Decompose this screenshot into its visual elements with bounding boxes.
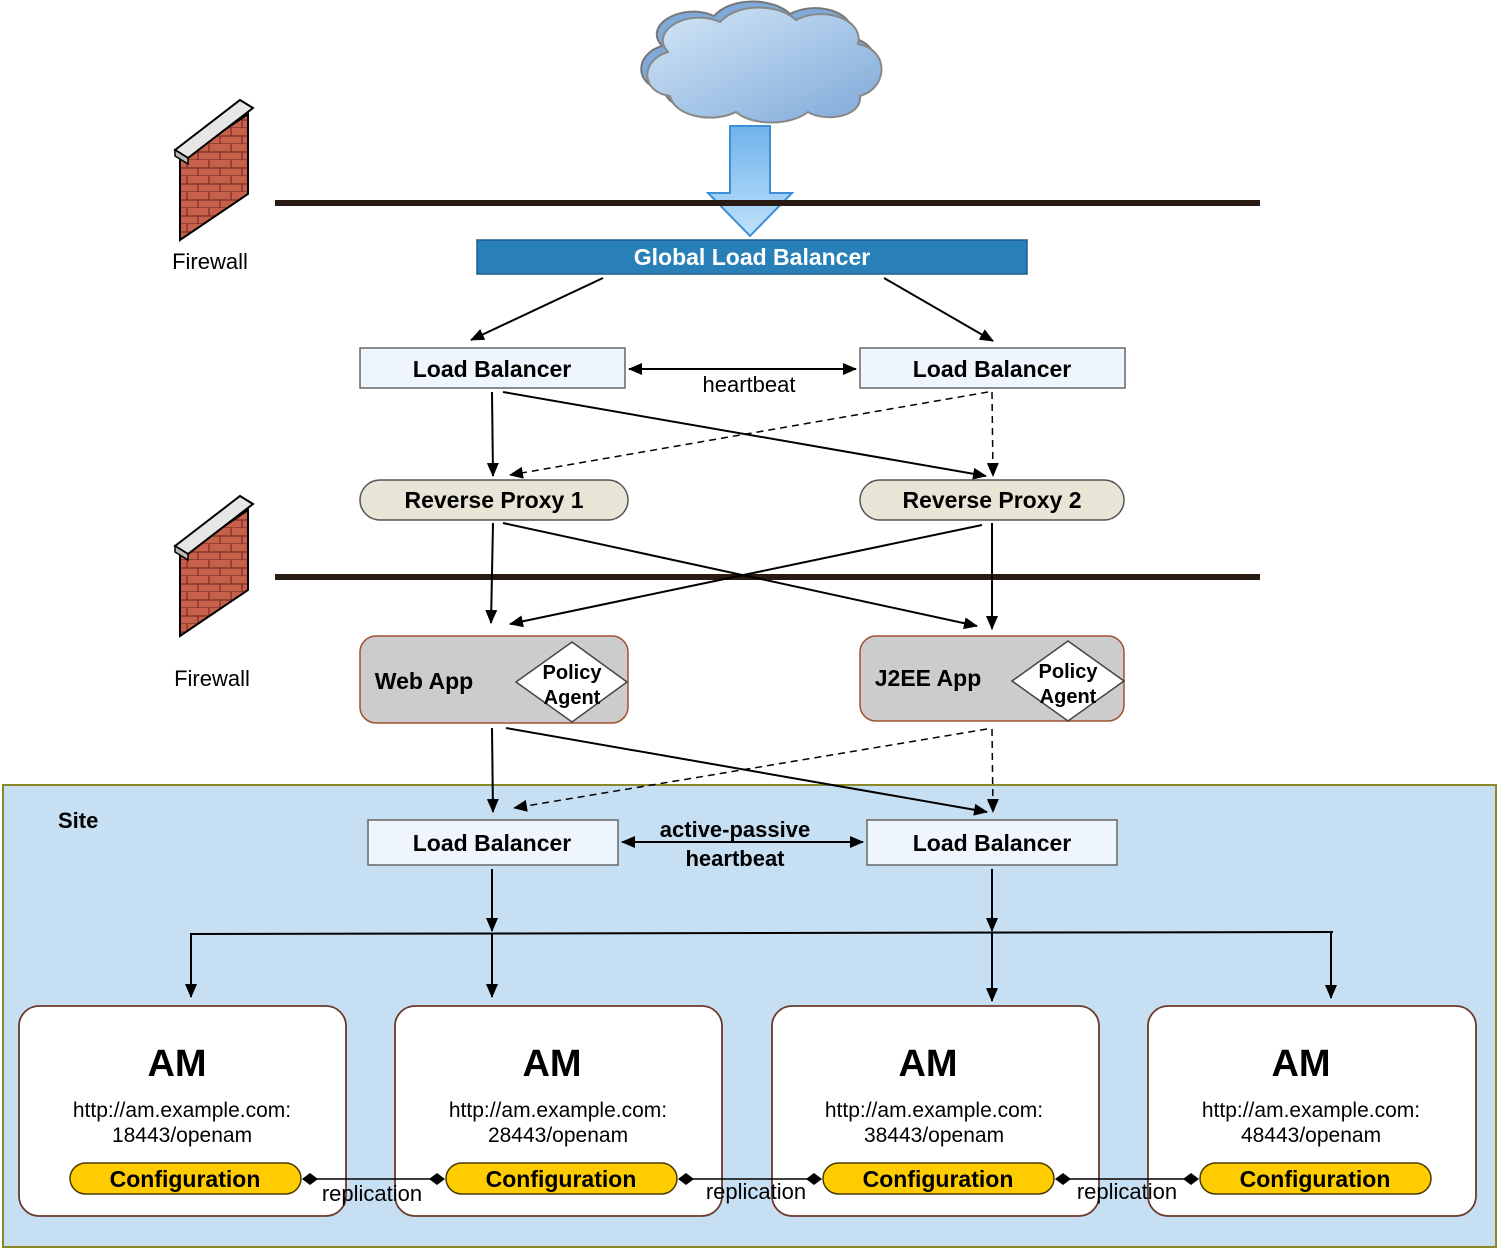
am-server-4-url-line1: http://am.example.com: — [1202, 1099, 1420, 1122]
am-server-3-title: AM — [898, 1043, 957, 1085]
am-server-4-configuration — [1199, 1162, 1432, 1195]
am-server-1-url-line1: http://am.example.com: — [73, 1099, 291, 1122]
web-app-agent-line1: Policy — [543, 662, 603, 684]
site-label: Site — [58, 808, 98, 833]
replication-label-2: replication — [706, 1179, 806, 1204]
am-server-2-url-line1: http://am.example.com: — [449, 1099, 667, 1122]
reverse-proxy-2-label: Reverse Proxy 2 — [902, 487, 1081, 513]
firewall-top-icon — [173, 98, 255, 242]
active-passive-line2: heartbeat — [685, 846, 785, 871]
firewall-line-top — [275, 200, 1260, 206]
reverse-proxy-2 — [859, 479, 1125, 521]
am-server-4-config-label: Configuration — [1240, 1166, 1391, 1192]
firewall-top-label: Firewall — [172, 249, 248, 274]
j2ee-app-policy-agent — [1010, 640, 1126, 722]
load-balancer-site-right — [866, 819, 1118, 866]
firewall-line-bottom — [275, 574, 1260, 580]
am-server-2-configuration — [445, 1162, 678, 1195]
heartbeat-label: heartbeat — [703, 372, 796, 397]
am-server-1-configuration — [69, 1162, 302, 1195]
reverse-proxy-1 — [359, 479, 629, 521]
am-server-2: AM http://am.example.com: 28443/openam C… — [394, 1005, 723, 1217]
replication-label-3: replication — [1077, 1179, 1177, 1204]
incoming-traffic-arrow-icon — [705, 125, 795, 238]
j2ee-app-label: J2EE App — [875, 665, 982, 691]
am-server-2-title: AM — [522, 1043, 581, 1085]
j2ee-app-agent-line2: Agent — [1040, 686, 1097, 708]
am-server-3-configuration — [822, 1162, 1055, 1195]
am-server-3-config-label: Configuration — [863, 1166, 1014, 1192]
am-server-1-title: AM — [147, 1043, 206, 1085]
web-app-label: Web App — [375, 668, 473, 694]
am-server-1: AM http://am.example.com: 18443/openam C… — [18, 1005, 347, 1217]
firewall-bottom-icon — [173, 494, 255, 638]
am-server-1-config-label: Configuration — [110, 1166, 261, 1192]
reverse-proxy-1-label: Reverse Proxy 1 — [404, 487, 583, 513]
load-balancer-top-left — [359, 347, 626, 389]
firewall-bottom-label: Firewall — [174, 666, 250, 691]
am-server-1-url-line2: 18443/openam — [112, 1124, 252, 1147]
load-balancer-top-left-label: Load Balancer — [413, 356, 572, 382]
am-server-3-url-line1: http://am.example.com: — [825, 1099, 1043, 1122]
am-server-4-title: AM — [1271, 1043, 1330, 1085]
am-server-3: AM http://am.example.com: 38443/openam C… — [771, 1005, 1100, 1217]
load-balancer-top-right-label: Load Balancer — [913, 356, 1072, 382]
am-server-4-url-line2: 48443/openam — [1241, 1124, 1381, 1147]
am-server-2-config-label: Configuration — [486, 1166, 637, 1192]
am-server-3-url-line2: 38443/openam — [864, 1124, 1004, 1147]
load-balancer-site-right-label: Load Balancer — [913, 830, 1072, 856]
load-balancer-site-left — [367, 819, 619, 866]
load-balancer-site-left-label: Load Balancer — [413, 830, 572, 856]
replication-label-1: replication — [322, 1181, 422, 1206]
internet-cloud-icon — [640, 0, 883, 124]
web-app-agent-line2: Agent — [544, 687, 601, 709]
j2ee-app-agent-line1: Policy — [1039, 661, 1099, 683]
global-load-balancer-label: Global Load Balancer — [634, 244, 870, 270]
am-server-4: AM http://am.example.com: 48443/openam C… — [1147, 1005, 1477, 1217]
global-load-balancer — [476, 239, 1028, 275]
web-app-policy-agent — [514, 641, 629, 723]
am-server-2-url-line2: 28443/openam — [488, 1124, 628, 1147]
load-balancer-top-right — [859, 347, 1126, 389]
active-passive-line1: active-passive — [660, 817, 810, 842]
